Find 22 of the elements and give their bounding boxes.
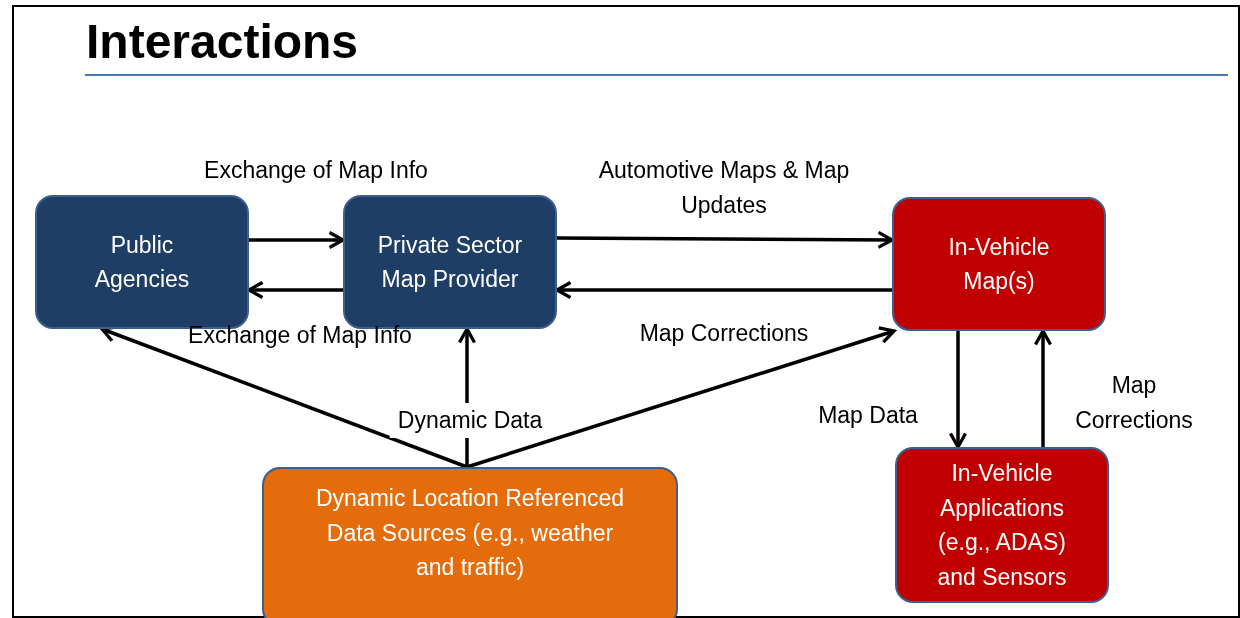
edge-label: Exchange of Map Info (203, 156, 429, 185)
box-label: In-Vehicle Applications (e.g., ADAS) and Sensors (936, 459, 1068, 592)
box-label: Private Sector Map Provider (376, 230, 524, 294)
arrow (557, 230, 894, 250)
process-box (892, 197, 1106, 331)
edge-label: Map Corrections (1074, 371, 1194, 435)
box-label: In-Vehicle Map(s) (947, 232, 1051, 296)
edge-label: Map Data (817, 401, 919, 430)
edge-label: Exchange of Map Info (187, 321, 413, 350)
arrow (466, 326, 896, 469)
box-label: Dynamic Location Referenced Data Sources (e.g., weather and traffic) (314, 484, 626, 582)
arrow (249, 230, 345, 250)
arrow (1033, 329, 1053, 447)
process-box (895, 447, 1109, 603)
arrow (948, 331, 968, 449)
process-box (262, 467, 678, 618)
box-label: Public Agencies (93, 230, 191, 294)
edge-label: Map Corrections (638, 319, 810, 348)
title: Interactions (86, 14, 359, 69)
arrow (247, 280, 343, 300)
edge-label: Automotive Maps & Map Updates (597, 156, 851, 220)
arrow (555, 280, 892, 300)
